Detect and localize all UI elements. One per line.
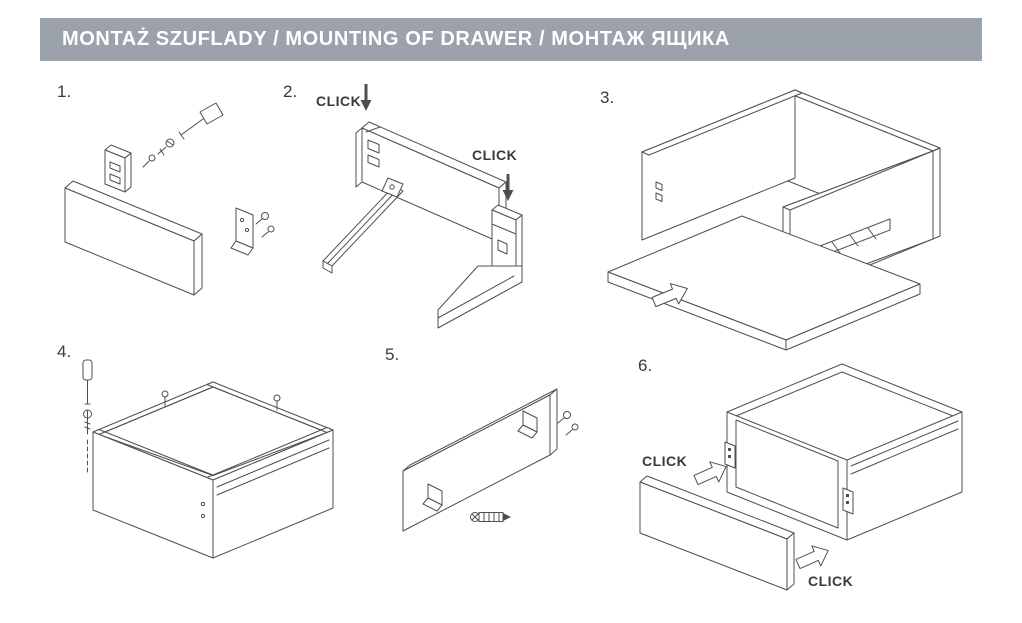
hook-bracket-top (517, 410, 538, 439)
step-1-illustration (64, 102, 275, 296)
step-6-illustration: CLICK CLICK (639, 363, 963, 591)
front-panel-board (64, 180, 203, 296)
mounting-rail (322, 177, 404, 274)
step-4: 4. (45, 342, 355, 604)
click-label-side: CLICK (472, 147, 517, 163)
front-connector-piece (491, 204, 523, 279)
attach-direction-arrow-icon (795, 545, 829, 570)
attach-direction-arrow-icon (693, 461, 727, 486)
step-2: 2. CLICK CLICK (276, 80, 561, 338)
step-4-number: 4. (57, 342, 72, 361)
click-label-front: CLICK (642, 453, 687, 469)
step-6: 6. (632, 352, 1010, 610)
click-label-top: CLICK (316, 93, 361, 109)
front-panel-board (639, 475, 795, 591)
step-4-illustration (82, 359, 334, 559)
drawer-bottom-board (607, 215, 921, 351)
top-screws-icon (161, 390, 281, 411)
step-1: 1. (50, 80, 285, 310)
bracket-screws-icon (557, 411, 579, 436)
step-2-illustration: CLICK CLICK (316, 84, 523, 329)
screws-icon (142, 138, 175, 168)
step-5-illustration (402, 388, 579, 532)
drawer-box (726, 363, 963, 541)
screw-icon (83, 409, 92, 435)
rear-bracket (230, 207, 254, 256)
step-1-number: 1. (57, 82, 72, 101)
front-panel-board (402, 388, 558, 532)
page-title: MONTAŻ SZUFLADY / MOUNTING OF DRAWER / М… (62, 28, 730, 50)
screwdriver-icon (82, 359, 93, 405)
down-arrow-icon (502, 174, 514, 201)
step-2-number: 2. (283, 82, 298, 101)
down-arrow-icon (360, 84, 372, 111)
step-3: 3. (590, 76, 995, 356)
front-mounting-bracket (104, 144, 132, 193)
step-3-number: 3. (600, 88, 615, 107)
screwdriver-icon (178, 102, 224, 140)
step-5-number: 5. (385, 345, 400, 364)
click-label-bottom: CLICK (808, 573, 853, 589)
step-3-illustration (607, 89, 941, 351)
assembled-drawer (92, 381, 334, 559)
header-bar: MONTAŻ SZUFLADY / MOUNTING OF DRAWER / М… (40, 18, 982, 61)
step-6-number: 6. (638, 356, 653, 375)
drawer-side-panel (355, 121, 507, 243)
bracket-screws-icon (255, 212, 275, 238)
bottom-panel-corner (437, 265, 523, 329)
dowel-screw-icon (470, 512, 511, 522)
front-connectors (724, 441, 854, 515)
step-5: 5. (375, 345, 603, 540)
hook-bracket-bottom (422, 483, 443, 512)
insert-direction-arrow-icon (651, 283, 688, 308)
